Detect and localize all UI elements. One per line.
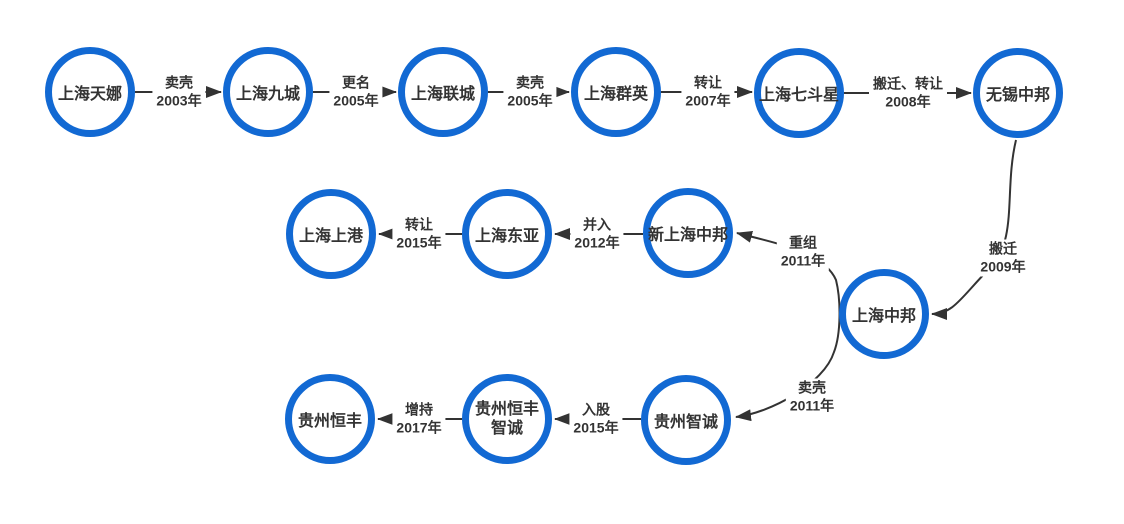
node-new-shanghai-zhongbang: 新上海中邦 xyxy=(643,188,733,278)
node-wuxi-zhongbang: 无锡中邦 xyxy=(973,48,1063,138)
node-shanghai-zhongbang: 上海中邦 xyxy=(839,269,929,359)
node-label: 上海七斗星 xyxy=(759,87,840,104)
node-label: 上海联城 xyxy=(410,86,475,103)
node-label: 贵州智诚 xyxy=(653,414,718,431)
node-shanghai-dongya: 上海东亚 xyxy=(462,189,552,279)
node-guizhou-zhicheng: 贵州智诚 xyxy=(641,375,731,465)
node-guizhou-hengfeng-zhicheng: 贵州恒丰智诚 xyxy=(462,374,552,464)
node-shanghai-qidouxing: 上海七斗星 xyxy=(754,48,844,138)
node-shanghai-tianna: 上海天娜 xyxy=(45,47,135,137)
node-label: 贵州恒丰 xyxy=(297,413,362,430)
node-guizhou-hengfeng: 贵州恒丰 xyxy=(285,374,375,464)
node-label: 上海九城 xyxy=(235,86,300,103)
node-label: 上海天娜 xyxy=(57,86,122,103)
edge-arrow-move-2009 xyxy=(931,139,1017,320)
node-label: 上海群英 xyxy=(583,86,648,103)
node-label: 上海上港 xyxy=(298,228,363,245)
node-label: 上海中邦 xyxy=(851,308,916,325)
node-label: 上海东亚 xyxy=(474,228,539,245)
node-shanghai-jiucheng: 上海九城 xyxy=(223,47,313,137)
node-label: 贵州恒丰智诚 xyxy=(474,400,539,437)
node-shanghai-qunying: 上海群英 xyxy=(571,47,661,137)
node-shanghai-liancheng: 上海联城 xyxy=(398,47,488,137)
node-shanghai-shanggang: 上海上港 xyxy=(286,189,376,279)
node-label: 新上海中邦 xyxy=(648,227,729,244)
node-label: 无锡中邦 xyxy=(985,87,1050,104)
